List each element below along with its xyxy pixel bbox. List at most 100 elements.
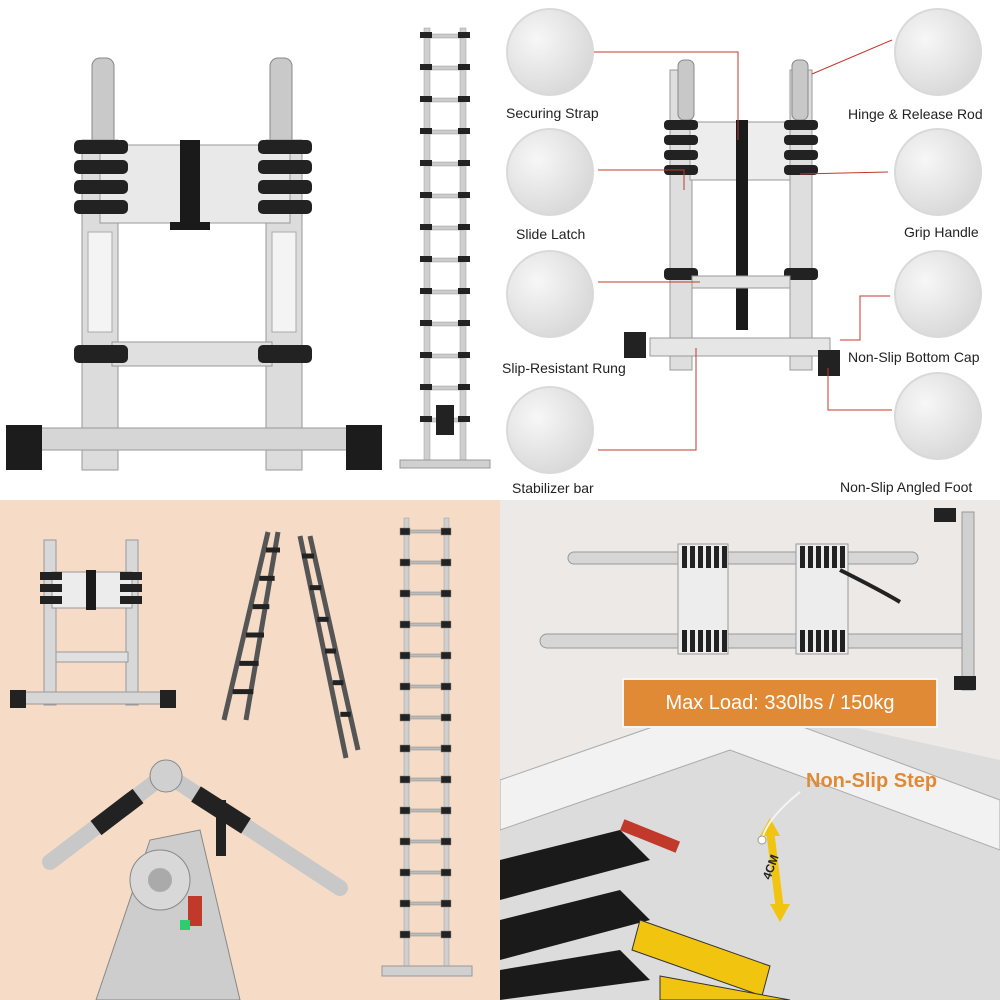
rung-cap: [399, 806, 411, 815]
rung-cap: [399, 775, 411, 784]
non-slip-step-label: Non-Slip Step: [806, 770, 938, 792]
grip: [682, 546, 687, 568]
grip: [706, 630, 711, 652]
rung-cap: [399, 589, 411, 598]
rung-cap: [399, 651, 411, 660]
grip: [808, 546, 813, 568]
feature-callouts-panel: Securing Strap Slide Latch Slip-Resistan…: [500, 0, 1000, 500]
rung-cap: [458, 32, 470, 38]
slip-resistant-rung-photo: [506, 250, 594, 338]
securing-strap-photo: [506, 8, 594, 96]
stabilizer-bar-label: Stabilizer bar: [512, 480, 594, 496]
slip-resistant-rung-label: Slip-Resistant Rung: [502, 360, 626, 376]
grip: [722, 630, 727, 652]
rung-cap: [458, 224, 470, 230]
rung-cap: [458, 384, 470, 390]
rung-cap: [440, 682, 452, 691]
rung-cap: [458, 320, 470, 326]
rung-cap: [420, 160, 432, 166]
grip: [714, 630, 719, 652]
rung-cap: [420, 256, 432, 262]
ladder-configurations-panel: [0, 500, 500, 1000]
step-detail-panel: Max Load: 330lbs / 150kg Non-Slip Step 4…: [500, 500, 1000, 1000]
rung-cap: [440, 868, 452, 877]
grip-handle-photo: [894, 128, 982, 216]
rung-cap: [458, 128, 470, 134]
rung-cap: [399, 527, 411, 536]
rung-cap: [440, 620, 452, 629]
grip: [690, 630, 695, 652]
grip: [832, 630, 837, 652]
a-frame-ladder-front-view: [0, 0, 390, 500]
small-a-frame-ladder: [10, 539, 176, 708]
rung-cap: [399, 744, 411, 753]
rung-cap: [458, 192, 470, 198]
grip: [824, 630, 829, 652]
rung-cap: [440, 837, 452, 846]
grip: [816, 630, 821, 652]
grip: [698, 546, 703, 568]
rung-cap: [440, 527, 452, 536]
non-slip-angled-foot-label: Non-Slip Angled Foot: [840, 479, 973, 495]
rung-cap: [399, 682, 411, 691]
rung-cap: [440, 775, 452, 784]
grip: [840, 630, 845, 652]
rung-cap: [440, 558, 452, 567]
rung-cap: [440, 899, 452, 908]
rung-cap: [399, 899, 411, 908]
slide-latch-label: Slide Latch: [516, 226, 586, 242]
rung-cap: [420, 192, 432, 198]
rung-cap: [420, 384, 432, 390]
rung-cap: [399, 930, 411, 939]
rung-cap: [420, 96, 432, 102]
hinge-release-rod-photo: [894, 8, 982, 96]
grip: [800, 546, 805, 568]
grip: [698, 630, 703, 652]
grip: [722, 546, 727, 568]
rung-cap: [458, 288, 470, 294]
max-load-badge: Max Load: 330lbs / 150kg: [622, 678, 938, 728]
rung-cap: [440, 651, 452, 660]
securing-strap-label: Securing Strap: [506, 105, 599, 121]
open-a-frame-ladder: [221, 531, 361, 759]
grip: [808, 630, 813, 652]
rung-cap: [420, 128, 432, 134]
rung-cap: [440, 744, 452, 753]
rung-cap: [458, 416, 470, 422]
rung-cap: [458, 352, 470, 358]
rung-cap: [440, 713, 452, 722]
rung-cap: [420, 320, 432, 326]
rung-cap: [420, 64, 432, 70]
grip: [824, 546, 829, 568]
grip: [840, 546, 845, 568]
non-slip-bottom-cap-photo: [894, 250, 982, 338]
rung-cap: [399, 837, 411, 846]
rung-cap: [399, 558, 411, 567]
hinge-closeup: [95, 829, 241, 1000]
rung-cap: [458, 256, 470, 262]
non-slip-angled-foot-photo: [894, 372, 982, 460]
rung-cap: [440, 930, 452, 939]
rung-cap: [420, 32, 432, 38]
rung-cap: [399, 713, 411, 722]
slide-latch-photo: [506, 128, 594, 216]
rung-cap: [440, 806, 452, 815]
rung-cap: [458, 64, 470, 70]
grip: [690, 546, 695, 568]
stabilizer-bar-photo: [506, 386, 594, 474]
grip: [800, 630, 805, 652]
grip: [816, 546, 821, 568]
hinge-release-rod-label: Hinge & Release Rod: [848, 106, 983, 122]
rung-cap: [399, 868, 411, 877]
rung-cap: [420, 416, 432, 422]
grip: [682, 630, 687, 652]
grip: [832, 546, 837, 568]
non-slip-bottom-cap-label: Non-Slip Bottom Cap: [848, 349, 980, 365]
rung-cap: [458, 160, 470, 166]
extended-straight-ladder: [390, 0, 500, 500]
rung-cap: [420, 224, 432, 230]
rung-cap: [458, 96, 470, 102]
grip: [714, 546, 719, 568]
rung-cap: [420, 288, 432, 294]
grip: [706, 546, 711, 568]
